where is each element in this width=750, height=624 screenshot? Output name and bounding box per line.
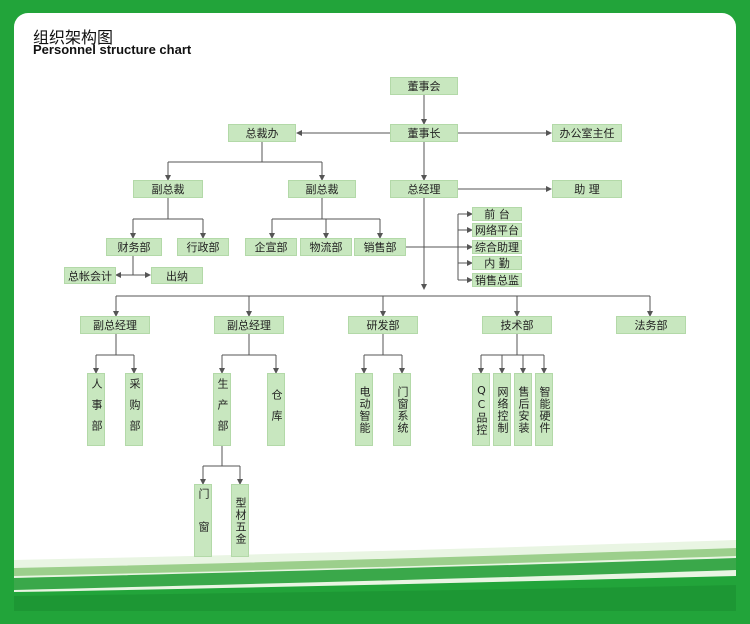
node-general-manager: 总经理 bbox=[390, 180, 458, 198]
node-online-platform: 网络平台 bbox=[472, 223, 522, 237]
node-deputy-gm-2: 副总经理 bbox=[214, 316, 284, 334]
node-cashier: 出纳 bbox=[151, 267, 203, 284]
chart-title-english: Personnel structure chart bbox=[33, 42, 192, 57]
node-logistics-dept: 物流部 bbox=[300, 238, 352, 256]
node-chief-accountant: 总帐会计 bbox=[64, 267, 116, 284]
node-president-office: 总裁办 bbox=[228, 124, 296, 142]
chart-frame bbox=[14, 13, 736, 611]
node-tech-dept: 技术部 bbox=[482, 316, 552, 334]
node-assistant: 助 理 bbox=[552, 180, 622, 198]
node-vice-president-2: 副总裁 bbox=[288, 180, 356, 198]
node-rnd-dept: 研发部 bbox=[348, 316, 418, 334]
node-profile-hardware: 型材五金 bbox=[231, 484, 249, 557]
node-office-director: 办公室主任 bbox=[552, 124, 622, 142]
node-board: 董事会 bbox=[390, 77, 458, 95]
node-planning-dept: 企宣部 bbox=[245, 238, 297, 256]
node-legal-dept: 法务部 bbox=[616, 316, 686, 334]
node-door-window: 门窗 bbox=[194, 484, 212, 557]
node-electric-smart: 电动智能 bbox=[355, 373, 373, 446]
node-vice-president-1: 副总裁 bbox=[133, 180, 203, 198]
node-smart-hardware: 智能硬件 bbox=[535, 373, 553, 446]
node-after-sales: 售后安装 bbox=[514, 373, 532, 446]
node-purchasing-dept: 采购部 bbox=[125, 373, 143, 446]
node-network-control: 网络控制 bbox=[493, 373, 511, 446]
node-finance-dept: 财务部 bbox=[106, 238, 162, 256]
node-admin-dept: 行政部 bbox=[177, 238, 229, 256]
node-warehouse: 仓库 bbox=[267, 373, 285, 446]
chart-title-chinese: 组织架构图 bbox=[33, 28, 114, 47]
node-front-desk: 前 台 bbox=[472, 207, 522, 221]
node-internal-service: 内 勤 bbox=[472, 256, 522, 270]
node-hr-dept: 人事部 bbox=[87, 373, 105, 446]
node-door-window-system: 门窗系统 bbox=[393, 373, 411, 446]
node-deputy-gm-1: 副总经理 bbox=[80, 316, 150, 334]
node-qc-dept: QC品控 bbox=[472, 373, 490, 446]
node-production-dept: 生产部 bbox=[213, 373, 231, 446]
node-chairman: 董事长 bbox=[390, 124, 458, 142]
node-sales-director: 销售总监 bbox=[472, 273, 522, 287]
node-general-assistant: 综合助理 bbox=[472, 240, 522, 254]
node-sales-dept: 销售部 bbox=[354, 238, 406, 256]
